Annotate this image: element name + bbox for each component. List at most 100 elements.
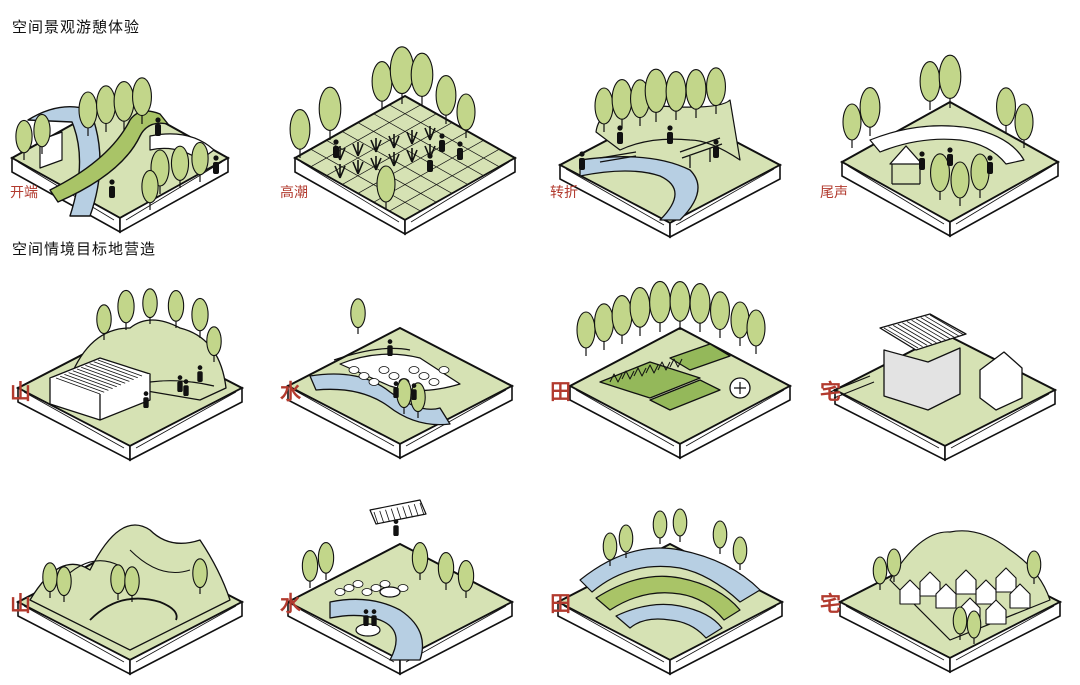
grass-icon <box>406 148 418 163</box>
grid-line <box>326 113 437 177</box>
tile-edge-line <box>840 393 940 449</box>
hatch-line <box>402 506 408 519</box>
bridge-icon <box>679 137 723 168</box>
tree-icon <box>938 54 962 99</box>
tree-icon <box>689 283 711 324</box>
person-head <box>109 179 115 185</box>
person-icon <box>183 385 189 396</box>
rock-icon <box>438 366 450 374</box>
person-icon <box>427 160 433 172</box>
hatch-line <box>911 319 946 341</box>
grass-icon <box>334 164 346 179</box>
person-icon <box>617 132 623 144</box>
tree-icon <box>611 79 633 120</box>
diagram-cell-dwelling: 宅 <box>810 258 1080 473</box>
person-icon <box>371 615 377 626</box>
scene-sketch-mountain-house <box>15 288 245 462</box>
person-icon <box>713 146 719 158</box>
tree-icon <box>410 52 434 97</box>
diagram-cell-paddy: 田 <box>540 258 810 473</box>
scene-sketch-river-boats <box>285 499 515 676</box>
person-icon <box>947 154 953 166</box>
tile-side-right <box>129 386 243 462</box>
tree-icon <box>78 91 98 129</box>
tree-icon <box>1026 550 1042 579</box>
boat-icon <box>355 623 381 637</box>
tree-icon <box>652 510 668 539</box>
hatch-line <box>906 321 942 342</box>
person-head <box>713 139 719 145</box>
hatch-line <box>390 508 396 521</box>
tree-icon <box>56 566 72 597</box>
grid-line <box>310 148 421 212</box>
tile-edge-line <box>293 605 395 663</box>
cell-label: 山 <box>10 379 31 404</box>
paddy-icon <box>669 343 731 371</box>
paddy-icon <box>649 379 721 411</box>
hatch-line <box>883 327 919 349</box>
house-icon <box>1009 583 1031 609</box>
tree-icon <box>191 141 209 176</box>
cell-label: 转折 <box>550 185 578 201</box>
tree-icon <box>706 67 727 107</box>
house-icon <box>995 567 1017 593</box>
tree-icon <box>950 161 970 199</box>
tile-edge-line <box>847 165 945 225</box>
cell-label: 尾声 <box>820 185 848 201</box>
tile-edge-line <box>293 389 395 447</box>
rock-icon <box>370 584 382 592</box>
person-icon <box>393 525 399 536</box>
cell-label: 水 <box>280 591 301 616</box>
rock-icon <box>334 588 346 596</box>
hatch-line <box>408 505 413 518</box>
person-head <box>333 139 339 145</box>
hatch-line <box>419 502 425 516</box>
hatch-line <box>60 375 105 393</box>
house-icon <box>883 347 961 411</box>
person-head <box>143 391 149 396</box>
rock-icon <box>408 366 420 374</box>
rock-icon <box>418 372 430 380</box>
rock-icon <box>348 366 360 374</box>
scene-sketch-stream-bridge <box>557 67 783 239</box>
tree-icon <box>124 566 140 597</box>
person-head <box>411 383 417 388</box>
tree-icon <box>437 552 455 584</box>
cell-label: 宅 <box>820 379 841 404</box>
scene-sketch-pavilion <box>839 54 1061 238</box>
tree-icon <box>192 558 208 589</box>
cell-label: 高潮 <box>280 185 308 201</box>
tile-edge-line <box>23 605 125 663</box>
hatch-line <box>413 503 419 517</box>
cell-label: 水 <box>280 379 301 404</box>
tree-icon <box>970 153 990 191</box>
tree-icon <box>411 542 429 574</box>
house-icon <box>49 374 151 421</box>
rock-icon <box>388 372 400 380</box>
tree-icon <box>966 610 982 639</box>
river-icon <box>309 373 451 426</box>
hatch-line <box>902 322 937 344</box>
hatch-line <box>81 366 126 384</box>
person-icon <box>987 162 993 174</box>
house-icon <box>899 579 921 605</box>
tile-side-right <box>404 156 516 236</box>
scene-sketch-mountains <box>15 524 245 676</box>
field-symbol-mark <box>734 382 746 394</box>
tree-icon <box>457 560 475 592</box>
tile-edge-line <box>575 389 675 447</box>
person-head <box>439 133 445 139</box>
tree-icon <box>996 87 1017 127</box>
scene-sketch-grid-field <box>289 46 518 236</box>
grass-icon <box>352 142 364 157</box>
cell-label: 开端 <box>10 185 38 201</box>
scene-sketch-terraces <box>555 508 785 676</box>
rock-icon <box>378 366 390 374</box>
person-head <box>393 519 399 524</box>
person-head <box>155 117 161 123</box>
tile-edge-line <box>405 389 507 447</box>
hatch-line <box>373 511 379 525</box>
grid-line <box>357 131 469 194</box>
grid-line <box>373 113 484 177</box>
stream-icon <box>579 156 699 221</box>
